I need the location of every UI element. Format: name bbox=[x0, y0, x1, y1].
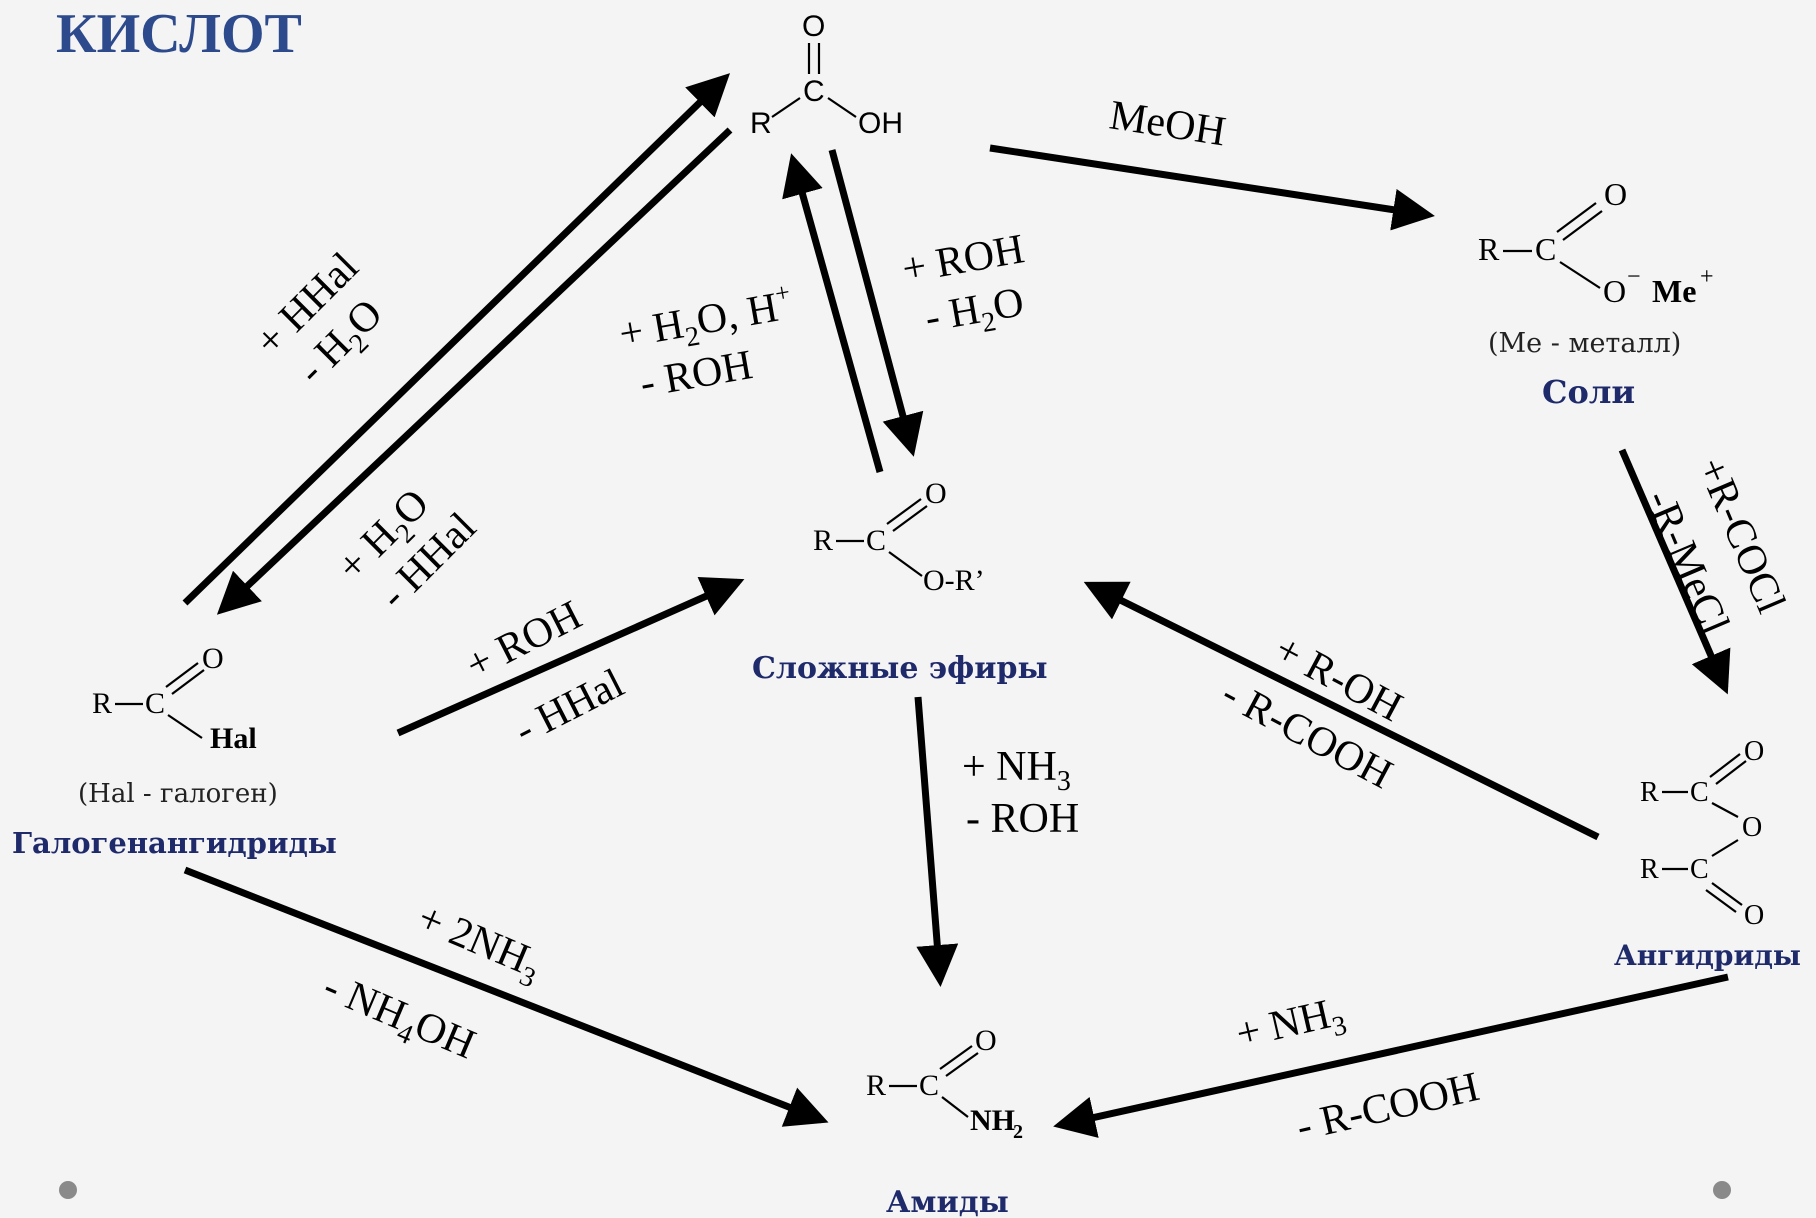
arrow-ester-to-amide bbox=[914, 696, 959, 987]
halide-r: R bbox=[92, 687, 112, 720]
acid-oh: OH bbox=[858, 107, 903, 140]
slide-title: КИСЛОТ bbox=[56, 3, 302, 65]
salt-charge-plus: + bbox=[1700, 264, 1714, 290]
anhydride-c2: C bbox=[1690, 854, 1709, 885]
amide-r: R bbox=[866, 1069, 886, 1102]
salt-r: R bbox=[1478, 231, 1500, 267]
ester-caption: Сложные эфиры bbox=[752, 651, 1048, 686]
arrow-acid-to-halide bbox=[216, 127, 733, 615]
ester-structure: R C O O-R’ Сложные эфиры bbox=[752, 477, 1048, 686]
salt-c: C bbox=[1535, 231, 1556, 267]
acid-r: R bbox=[750, 107, 772, 140]
arrow-acid-to-salt bbox=[989, 144, 1435, 231]
ester-r: R bbox=[813, 524, 833, 557]
label-halide-to-ester: + ROH - HHal bbox=[459, 592, 632, 754]
ester-o: O bbox=[925, 477, 947, 510]
label-acid-to-ester: + ROH - H2O bbox=[899, 226, 1029, 348]
label-halide-to-amide: + 2NH3 - NH4OH bbox=[317, 895, 548, 1068]
amide-caption: Амиды bbox=[886, 1185, 1009, 1218]
label-acid-to-halide: + H2O - HHal bbox=[329, 481, 486, 619]
anhydride-o1: O bbox=[1744, 736, 1764, 767]
amide-c: C bbox=[919, 1069, 939, 1102]
amide-nh-sub: 2 bbox=[1013, 1121, 1023, 1143]
salt-o-minus: O bbox=[1603, 273, 1626, 309]
anhydride-structure: R C O O R C O Ангидриды bbox=[1614, 736, 1801, 972]
label-ester-to-amide: + NH3 - ROH bbox=[962, 744, 1079, 842]
salt-me: Me bbox=[1652, 273, 1696, 309]
amide-structure: R C O NH 2 Амиды bbox=[866, 1024, 1023, 1218]
ester-o-r: O-R’ bbox=[923, 564, 985, 597]
arrow-halide-to-ester bbox=[396, 577, 745, 737]
anhydride-r2: R bbox=[1640, 854, 1659, 885]
label-salt-to-anhydride: +R-COCl -R-MeCl bbox=[1636, 451, 1794, 641]
arrow-ester-to-acid bbox=[782, 153, 884, 473]
amide-o: O bbox=[975, 1024, 997, 1057]
acid-o: O bbox=[802, 10, 825, 43]
svg-text:- H2O: - H2O bbox=[922, 279, 1029, 348]
svg-text:+ NH3: + NH3 bbox=[962, 744, 1071, 797]
arrow-anhydride-to-ester bbox=[1083, 581, 1600, 841]
anhydride-o-bridge: O bbox=[1742, 812, 1762, 843]
salt-note: (Me - металл) bbox=[1488, 328, 1681, 359]
arrow-acid-to-ester bbox=[828, 149, 924, 457]
ester-c: C bbox=[866, 524, 886, 557]
anhydride-caption: Ангидриды bbox=[1614, 939, 1801, 972]
svg-text:- ROH: - ROH bbox=[966, 796, 1079, 842]
amide-nh: NH bbox=[970, 1104, 1015, 1137]
svg-text:MeOH: MeOH bbox=[1106, 92, 1228, 155]
salt-charge-minus: − bbox=[1627, 264, 1641, 290]
label-ester-to-acid: + H2O, H+ - ROH bbox=[616, 277, 792, 407]
acid-structure: R C O OH bbox=[750, 10, 903, 140]
anhydride-r1: R bbox=[1640, 777, 1659, 808]
halide-note: (Hal - галоген) bbox=[78, 779, 278, 809]
anhydride-c1: C bbox=[1690, 777, 1709, 808]
salt-structure: R C O O − Me + (Me - металл) Соли bbox=[1478, 176, 1714, 411]
arrow-salt-to-anhydride bbox=[1618, 448, 1731, 695]
salt-caption: Соли bbox=[1542, 373, 1635, 411]
acid-c: C bbox=[803, 75, 825, 108]
svg-text:+ NH3: + NH3 bbox=[1232, 988, 1350, 1064]
arrow-halide-to-acid bbox=[182, 73, 731, 606]
arrows bbox=[182, 73, 1731, 1138]
label-halide-to-acid: + HHal - H2O bbox=[247, 244, 392, 393]
slide-dot-right bbox=[1713, 1181, 1731, 1199]
halide-hal: Hal bbox=[210, 722, 257, 755]
halide-caption: Галогенангидриды bbox=[12, 826, 337, 860]
salt-o: O bbox=[1604, 176, 1627, 212]
label-anhydride-to-ester: + R-OH - R-COOH bbox=[1214, 626, 1409, 798]
svg-text:+ 2NH3: + 2NH3 bbox=[408, 895, 548, 995]
label-acid-to-salt: MeOH bbox=[1106, 92, 1228, 155]
anhydride-o2: O bbox=[1744, 900, 1764, 931]
arrow-anhydride-to-amide bbox=[1053, 973, 1729, 1138]
halide-o: O bbox=[202, 642, 224, 675]
halide-c: C bbox=[145, 687, 165, 720]
slide-dot-left bbox=[59, 1181, 77, 1199]
arrow-halide-to-amide bbox=[183, 866, 829, 1127]
svg-text:- R-COOH: - R-COOH bbox=[1292, 1064, 1483, 1151]
acyl-halide-structure: R C O Hal (Hal - галоген) Галогенангидри… bbox=[12, 642, 337, 860]
